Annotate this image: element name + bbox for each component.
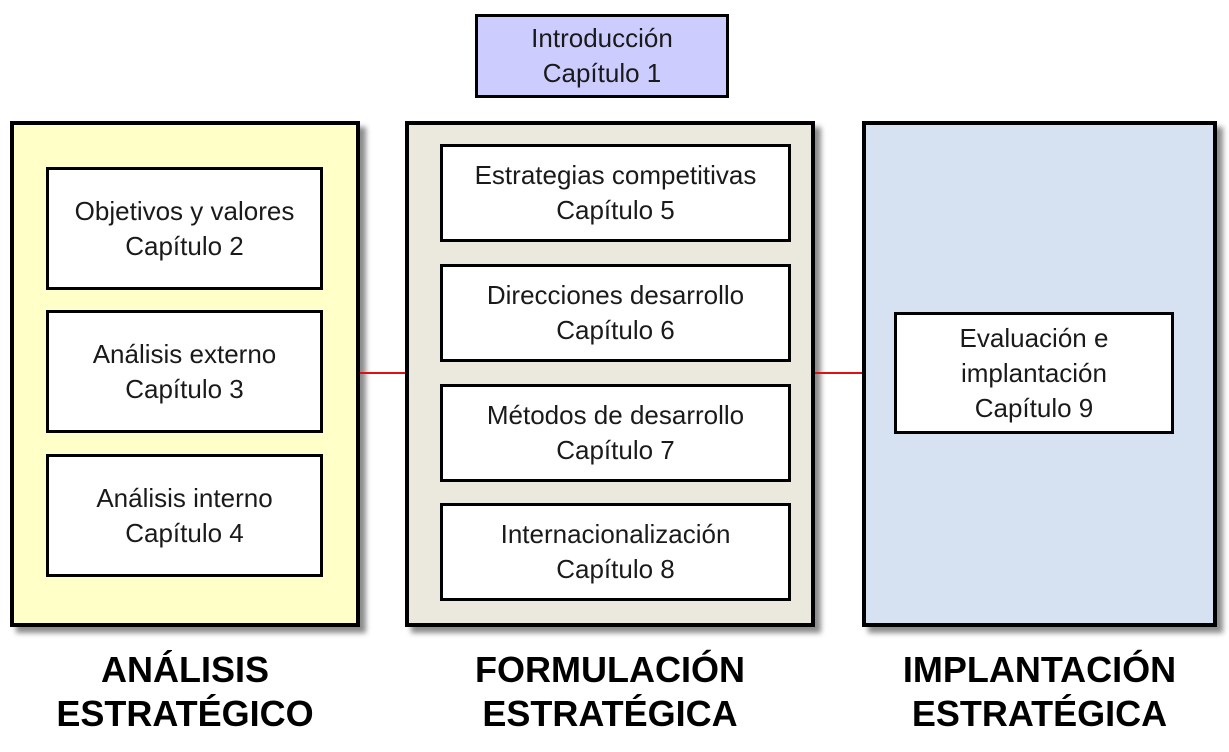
box-chapter: Capítulo 3 — [125, 373, 244, 404]
formulation-box-directions: Direcciones desarrollo Capítulo 6 — [440, 264, 791, 362]
formulation-box-international: Internacionalización Capítulo 8 — [440, 503, 791, 601]
analysis-label: ANÁLISIS ESTRATÉGICO — [10, 648, 360, 736]
box-chapter: Capítulo 6 — [556, 315, 675, 345]
implementation-label: IMPLANTACIÓN ESTRATÉGICA — [862, 648, 1217, 736]
label-line2: ESTRATÉGICA — [482, 693, 738, 734]
box-chapter: Capítulo 5 — [556, 195, 675, 225]
box-title: Estrategias competitivas — [474, 160, 757, 190]
box-title: Análisis externo — [92, 338, 277, 369]
box-chapter: Capítulo 4 — [125, 517, 244, 548]
box-title-line1: Evaluación e — [959, 322, 1109, 353]
box-chapter: Capítulo 9 — [974, 392, 1094, 423]
box-chapter: Capítulo 2 — [125, 230, 244, 261]
analysis-box-external: Análisis externo Capítulo 3 — [46, 310, 323, 433]
connector-analysis-formulation — [360, 372, 405, 374]
formulation-box-methods: Métodos de desarrollo Capítulo 7 — [440, 384, 791, 482]
label-line2: ESTRATÉGICA — [911, 693, 1168, 734]
intro-title: Introducción — [531, 23, 673, 53]
formulation-box-competitive: Estrategias competitivas Capítulo 5 — [440, 144, 791, 242]
analysis-box-objectives: Objetivos y valores Capítulo 2 — [46, 167, 323, 290]
intro-chapter: Capítulo 1 — [542, 58, 662, 88]
box-title: Objetivos y valores — [74, 195, 295, 226]
label-line1: FORMULACIÓN — [475, 649, 745, 690]
label-line1: IMPLANTACIÓN — [902, 649, 1177, 690]
label-line1: ANÁLISIS — [100, 649, 269, 690]
box-title: Internacionalización — [500, 519, 731, 549]
box-title-line2: implantación — [961, 357, 1107, 388]
label-line2: ESTRATÉGICO — [56, 693, 314, 734]
analysis-box-internal: Análisis interno Capítulo 4 — [46, 454, 323, 577]
implementation-box-evaluation: Evaluación e implantación Capítulo 9 — [894, 312, 1174, 434]
intro-box: Introducción Capítulo 1 — [475, 14, 729, 98]
formulation-label: FORMULACIÓN ESTRATÉGICA — [405, 648, 815, 736]
connector-formulation-implementation — [815, 372, 862, 374]
box-chapter: Capítulo 7 — [556, 435, 675, 465]
box-title: Análisis interno — [96, 482, 273, 513]
box-chapter: Capítulo 8 — [556, 554, 675, 584]
box-title: Métodos de desarrollo — [486, 400, 745, 430]
box-title: Direcciones desarrollo — [486, 280, 745, 310]
